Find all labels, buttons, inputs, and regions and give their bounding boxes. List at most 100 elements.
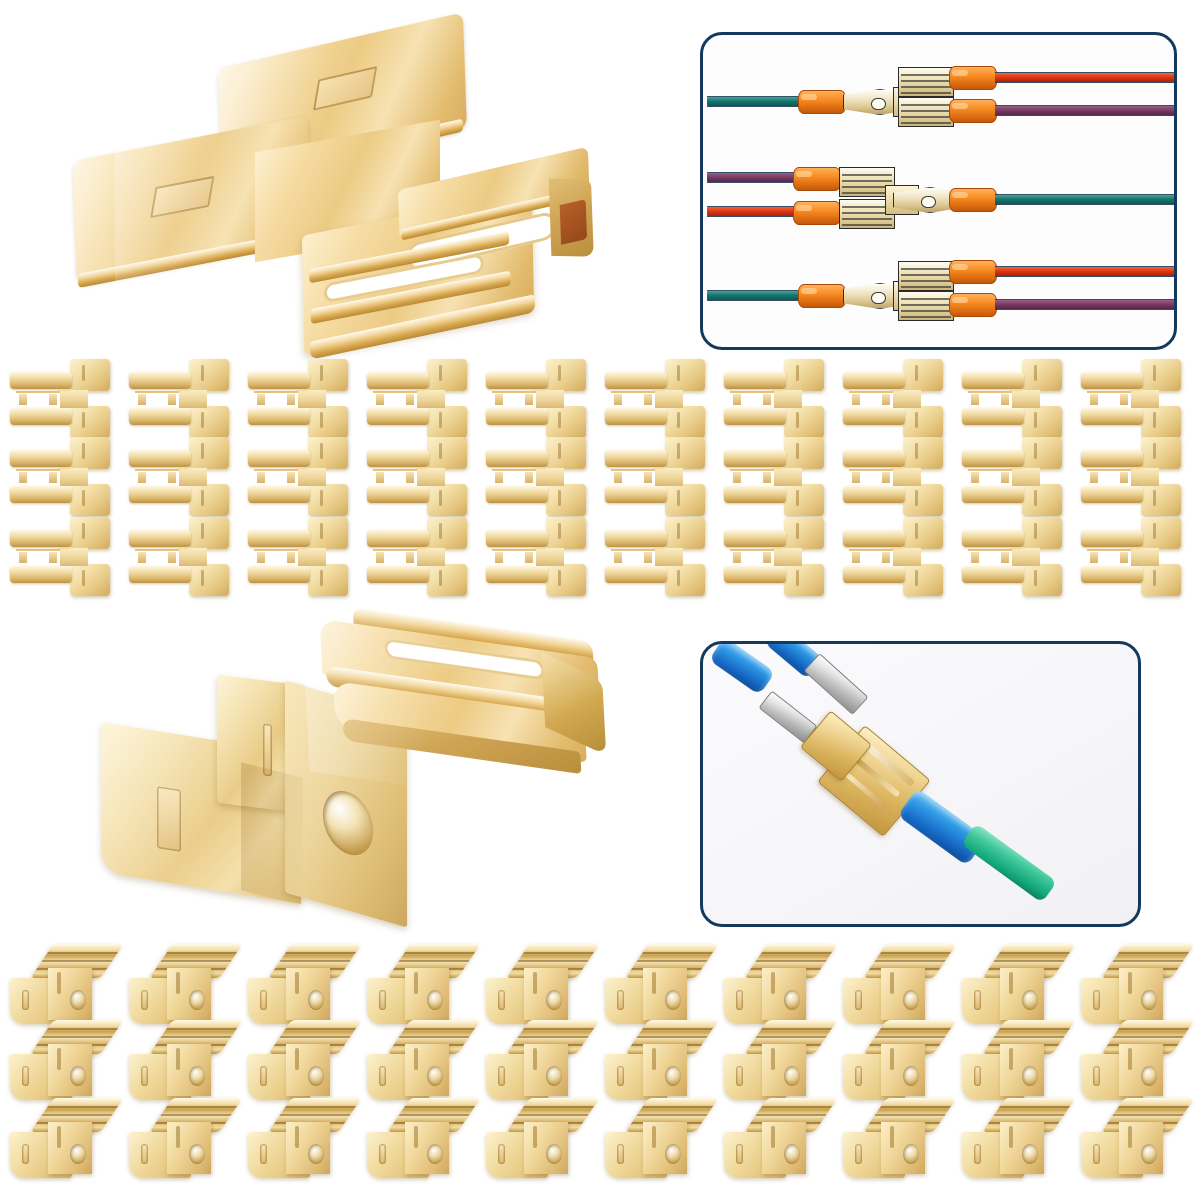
terminal-blade-lower — [1022, 406, 1062, 438]
wire-purple-out-1 — [995, 106, 1174, 115]
clip-body-box — [881, 1122, 925, 1174]
clip-body-box — [762, 968, 806, 1020]
clip-body-box — [1119, 1122, 1163, 1174]
blade-dimple — [677, 570, 680, 586]
clip-body-box — [48, 968, 92, 1020]
piggyback-spade-terminal — [365, 517, 469, 602]
piggyback-spade-terminal — [8, 359, 112, 444]
blade-dimple — [915, 523, 918, 539]
clip-body-box — [286, 1122, 330, 1174]
clip-body-slot — [414, 1126, 418, 1148]
blade-dimple — [1034, 412, 1037, 428]
terminal-blade-upper — [1022, 517, 1062, 549]
piggyback-spade-terminal — [1079, 359, 1183, 444]
blade-dimple — [82, 490, 85, 506]
clip-mounting-hole — [665, 1066, 681, 1086]
hero2-plate-slot — [157, 786, 181, 852]
terminal-neck — [772, 390, 802, 408]
piggyback-spade-terminal — [127, 437, 231, 522]
clip-body-box — [1119, 968, 1163, 1020]
terminal-barrel-upper — [10, 450, 72, 467]
clip-body-slot — [533, 1126, 537, 1148]
clip-body-box — [1119, 1044, 1163, 1096]
terminal-barrel-upper — [605, 530, 667, 547]
open-clip-terminal — [601, 1098, 719, 1194]
clip-body-slot — [57, 1048, 61, 1070]
clip-body-box — [1000, 968, 1044, 1020]
terminal-barrel-upper — [486, 372, 548, 389]
terminal-barrel-upper — [605, 450, 667, 467]
clip-body-slot — [890, 1126, 894, 1148]
piggyback-spade-terminal — [603, 359, 707, 444]
clip-body-slot — [295, 1126, 299, 1148]
clip-mounting-hole — [546, 990, 562, 1010]
clip-plate-slot — [379, 990, 386, 1010]
blade-dimple — [320, 443, 323, 459]
blade-dimple — [439, 570, 442, 586]
open-clip-terminal — [482, 944, 600, 1040]
clip-mounting-hole — [1022, 990, 1038, 1010]
wire-rail-teal-t-2 — [995, 194, 1174, 195]
terminal-neck — [1010, 390, 1040, 408]
clip-plate-slot — [22, 1066, 29, 1086]
clip-body-box — [405, 968, 449, 1020]
clip-plate-slot — [855, 1066, 862, 1086]
clip-mounting-hole — [1022, 1144, 1038, 1164]
clip-body-box — [881, 1044, 925, 1096]
blade-dimple — [1153, 443, 1156, 459]
terminal-barrel-upper — [843, 450, 905, 467]
clip-mounting-hole — [665, 1144, 681, 1164]
terminal-blade-upper — [903, 517, 943, 549]
wiring-diagram-panel — [700, 32, 1177, 350]
terminal-barrel-lower — [605, 566, 667, 583]
terminal-barrel-lower — [10, 566, 72, 583]
open-clip-terminal — [720, 944, 838, 1040]
terminal-blade-lower — [784, 484, 824, 516]
terminal-barrel-upper — [10, 372, 72, 389]
blade-dimple — [558, 490, 561, 506]
terminal-barrel-upper — [129, 450, 191, 467]
blade-dimple — [677, 523, 680, 539]
clip-mounting-hole — [70, 1144, 86, 1164]
terminal-neck — [534, 390, 564, 408]
terminal-neck — [653, 548, 683, 566]
clip-body-slot — [1128, 1048, 1132, 1070]
clip-body-box — [405, 1044, 449, 1096]
blade-dimple — [796, 523, 799, 539]
clip-body-box — [167, 1122, 211, 1174]
clip-mounting-hole — [427, 1066, 443, 1086]
clip-body-slot — [1009, 1048, 1013, 1070]
clip-mounting-hole — [189, 990, 205, 1010]
terminal-barrel-upper — [248, 450, 310, 467]
open-clip-terminal — [958, 1020, 1076, 1116]
terminal-blade-lower — [427, 484, 467, 516]
terminal-barrel-lower — [486, 566, 548, 583]
clip-mounting-hole — [189, 1066, 205, 1086]
terminal-barrel-upper — [843, 530, 905, 547]
piggyback-spade-terminal — [484, 437, 588, 522]
clip-body-slot — [57, 1126, 61, 1148]
clip-plate-slot — [974, 1144, 981, 1164]
terminal-barrel-upper — [1081, 450, 1143, 467]
terminal-blade-lower — [189, 406, 229, 438]
piggyback-terminal-grid — [0, 358, 1200, 620]
blade-dimple — [201, 365, 204, 381]
sleeve-orange-3a — [798, 284, 846, 308]
clip-plate-slot — [141, 1066, 148, 1086]
open-clip-terminal — [958, 944, 1076, 1040]
closeup-blue-sleeve-left — [708, 644, 776, 696]
sleeve-orange-2b — [793, 201, 841, 225]
clip-mounting-hole — [546, 1144, 562, 1164]
clip-body-slot — [533, 1048, 537, 1070]
piggyback-spade-terminal — [841, 517, 945, 602]
clip-plate-slot — [617, 990, 624, 1010]
clip-body-box — [1000, 1044, 1044, 1096]
open-clip-terminal — [601, 944, 719, 1040]
terminal-neck — [415, 390, 445, 408]
terminal-barrel-lower — [486, 408, 548, 425]
clip-body-slot — [652, 972, 656, 994]
terminal-blade-lower — [1022, 484, 1062, 516]
clip-mounting-hole — [1141, 990, 1157, 1010]
clip-mounting-hole — [665, 990, 681, 1010]
